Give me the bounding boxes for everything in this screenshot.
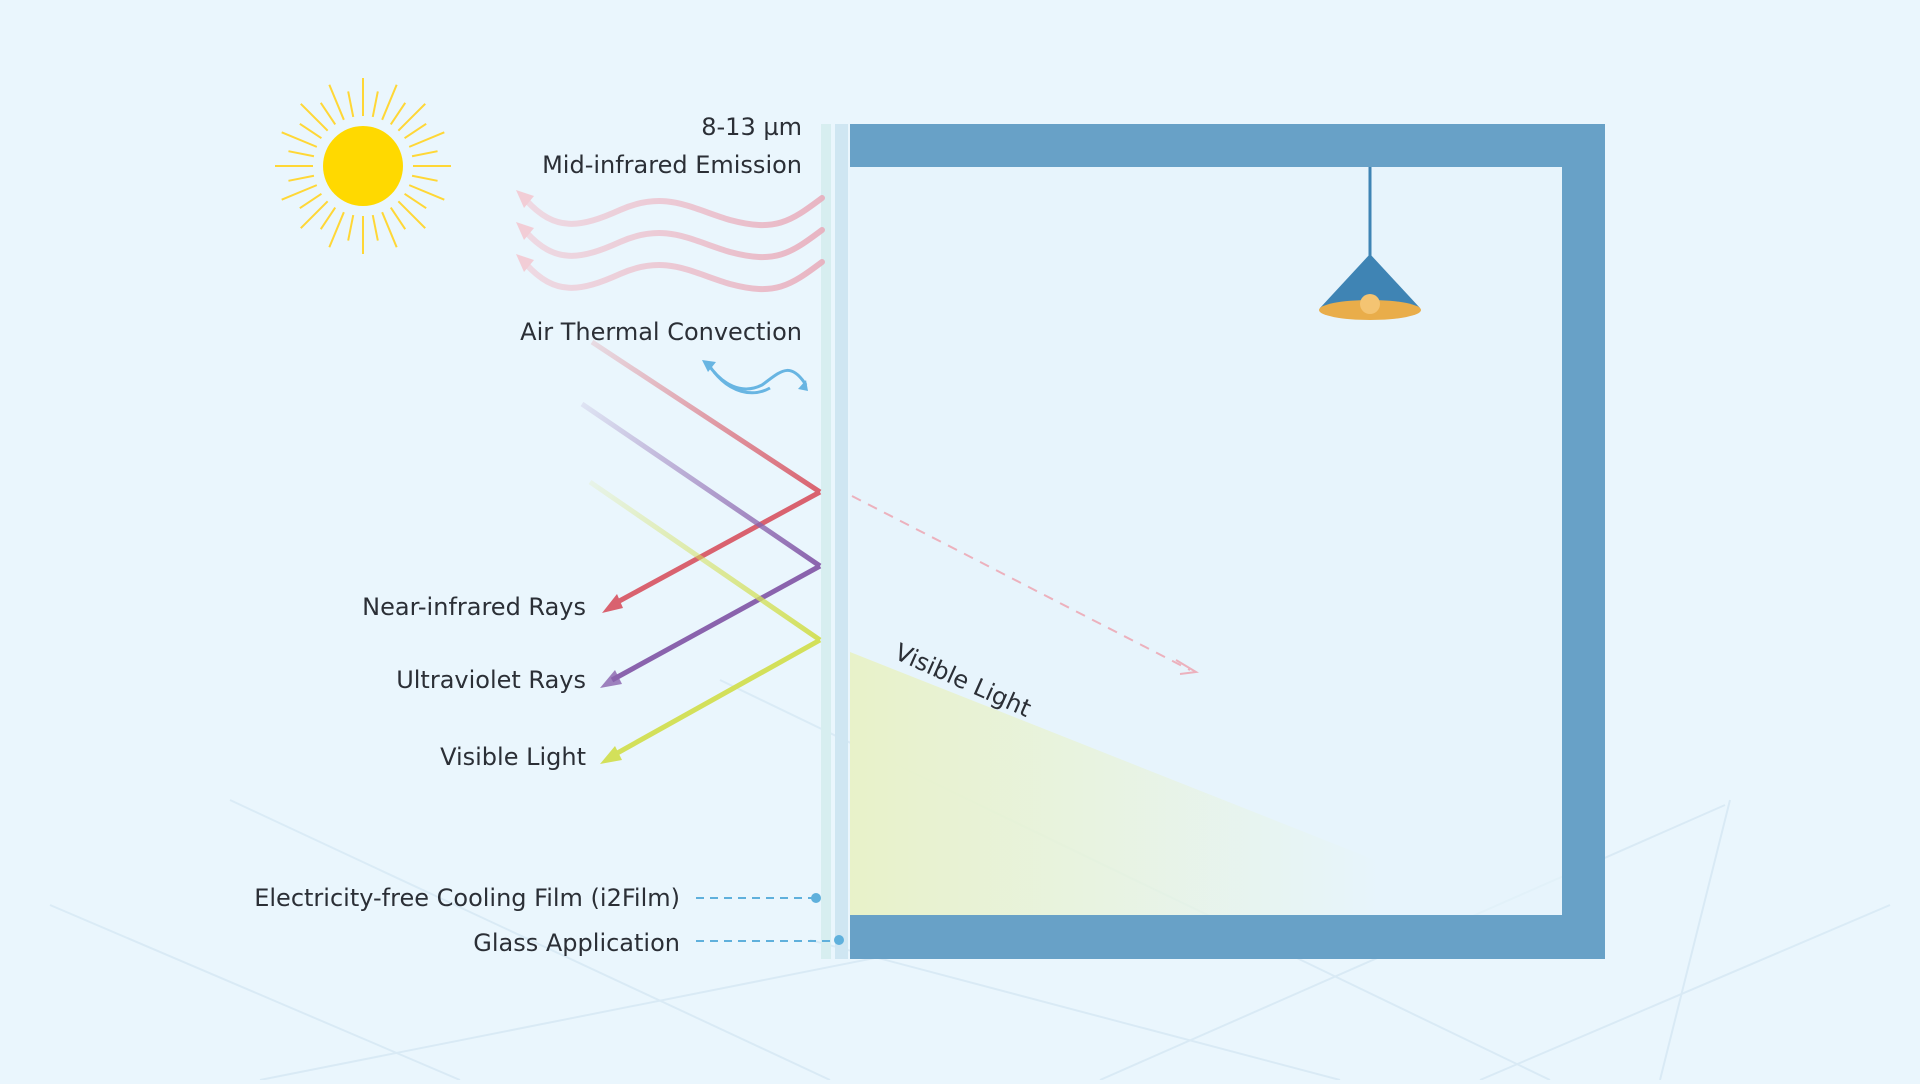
room-ceiling xyxy=(850,124,1605,167)
sun-ray xyxy=(397,103,426,132)
sun-ray xyxy=(371,214,379,241)
sun-ray xyxy=(300,103,329,132)
ultraviolet-incoming xyxy=(580,401,822,569)
sun-ray xyxy=(371,91,379,118)
visible-light-label: Visible Light xyxy=(440,743,586,771)
sun-ray xyxy=(319,207,337,230)
sun-ray xyxy=(288,150,315,158)
sun-ray xyxy=(381,211,398,248)
cooling-film xyxy=(821,124,831,959)
sun-disc xyxy=(323,126,403,206)
emission-arrowhead-1 xyxy=(516,190,534,208)
convection-arrow xyxy=(702,360,808,395)
sun-icon xyxy=(275,78,451,254)
film-leader xyxy=(696,893,821,903)
near-infrared-reflected xyxy=(610,489,822,608)
emission-label: Mid-infrared Emission xyxy=(542,151,802,179)
sun-ray xyxy=(389,207,407,230)
film-label: Electricity-free Cooling Film (i2Film) xyxy=(254,884,680,912)
visible-light-incoming xyxy=(588,479,822,643)
near-infrared-arrowhead xyxy=(602,594,623,613)
sun-ray xyxy=(281,184,318,201)
sun-ray xyxy=(404,192,427,210)
room-frame xyxy=(850,124,1605,959)
ultraviolet-label: Ultraviolet Rays xyxy=(396,666,586,694)
glass-leader xyxy=(696,935,844,945)
near-infrared-label: Near-infrared Rays xyxy=(362,593,586,621)
convection-label: Air Thermal Convection xyxy=(520,318,802,346)
glass-pane xyxy=(835,124,848,959)
lamp-icon xyxy=(1319,167,1421,320)
sun-ray xyxy=(319,102,337,125)
ultraviolet-reflected xyxy=(610,563,822,683)
sun-ray xyxy=(288,174,315,182)
visible-light-arrowhead xyxy=(600,746,622,764)
emission-wave-3 xyxy=(523,259,825,293)
sun-ray xyxy=(328,211,345,248)
emission-arrowhead-2 xyxy=(516,222,534,240)
room-floor xyxy=(850,915,1605,959)
sun-ray xyxy=(299,192,322,210)
sun-ray xyxy=(397,200,426,229)
sun-ray xyxy=(347,91,355,118)
sun-ray xyxy=(381,84,398,121)
sun-ray xyxy=(389,102,407,125)
sun-ray xyxy=(281,131,318,148)
emission-range-label: 8-13 µm xyxy=(701,113,802,141)
sun-ray xyxy=(299,122,322,140)
room-right-wall xyxy=(1562,124,1605,959)
near-infrared-ray xyxy=(590,339,1199,675)
sun-ray xyxy=(300,200,329,229)
glass-label: Glass Application xyxy=(473,929,680,957)
sun-ray xyxy=(408,184,445,201)
near-infrared-transmitted xyxy=(851,495,1191,671)
ultraviolet-ray xyxy=(580,401,822,688)
near-infrared-transmitted-arrowhead xyxy=(1175,659,1199,675)
sun-ray xyxy=(328,84,345,121)
emission-wave-2 xyxy=(523,227,825,261)
sun-ray xyxy=(408,131,445,148)
ultraviolet-arrowhead xyxy=(600,670,622,688)
sun-ray xyxy=(411,150,438,158)
sun-ray xyxy=(347,214,355,241)
sun-ray xyxy=(411,174,438,182)
emission-waves xyxy=(516,190,825,293)
emission-arrowhead-3 xyxy=(516,254,534,272)
near-infrared-incoming xyxy=(590,339,822,495)
emission-wave-1 xyxy=(523,195,825,229)
visible-light-patch xyxy=(850,652,1380,915)
sun-ray xyxy=(404,122,427,140)
visible-light-reflected xyxy=(610,637,822,759)
visible-light-ray xyxy=(588,479,822,764)
